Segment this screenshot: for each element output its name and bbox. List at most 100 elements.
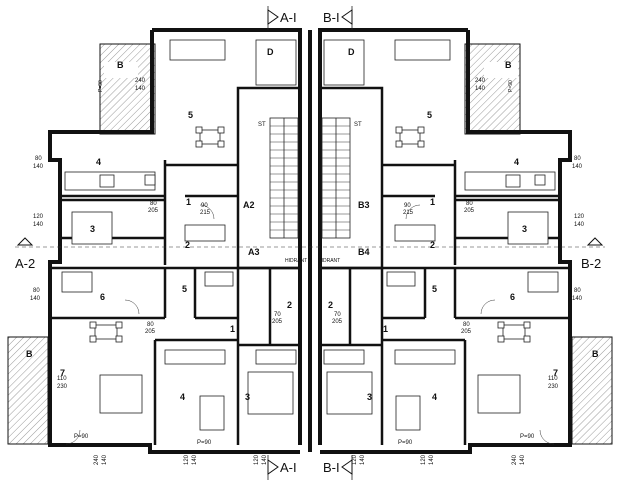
dim-110: 110 xyxy=(57,376,67,382)
dim-p90: P=90 xyxy=(197,440,212,446)
dim-140: 140 xyxy=(475,86,486,92)
door-arc xyxy=(405,204,421,220)
section-arrow-b2 xyxy=(586,237,604,246)
dining-table-6-right xyxy=(502,324,526,340)
section-label-b1-top: B-I xyxy=(323,10,340,25)
lift-right xyxy=(323,39,365,86)
room-label-balcony: B xyxy=(26,349,33,359)
room-label-4: 4 xyxy=(432,392,437,402)
dim-240: 240 xyxy=(94,454,100,465)
room-label-4: 4 xyxy=(514,157,519,167)
hydrant-label-left: HIDRANT xyxy=(285,258,307,264)
dim-205: 205 xyxy=(148,208,159,214)
partitions-lower-right xyxy=(320,268,570,445)
sofa-7-left xyxy=(99,374,143,414)
stair-core-left xyxy=(236,86,302,270)
room-label-1: 1 xyxy=(186,197,191,207)
dim-215: 215 xyxy=(403,210,414,216)
door-arc xyxy=(65,429,81,445)
dim-140: 140 xyxy=(262,454,268,465)
room-label-2: 2 xyxy=(185,240,190,250)
room-label-balcony: B xyxy=(505,60,512,70)
dim-230: 230 xyxy=(57,384,68,390)
room-label-1: 1 xyxy=(430,197,435,207)
room-label-2: 2 xyxy=(328,300,333,310)
wardrobe-4-right xyxy=(394,349,456,365)
balcony-label-bg xyxy=(104,62,138,78)
dim-140: 140 xyxy=(33,222,44,228)
dim-p90: P=90 xyxy=(398,440,413,446)
dim-120: 120 xyxy=(421,454,427,465)
dim-140: 140 xyxy=(135,86,146,92)
section-label-b1-bottom: B-I xyxy=(323,460,340,475)
section-arrow-a1-bottom xyxy=(267,459,279,475)
dim-80: 80 xyxy=(466,201,473,207)
dim-240: 240 xyxy=(512,454,518,465)
outer-wall-right xyxy=(318,28,572,454)
sofa-top-right xyxy=(394,39,451,61)
dim-140: 140 xyxy=(572,296,583,302)
dim-140: 140 xyxy=(574,222,585,228)
room-label-4: 4 xyxy=(96,157,101,167)
dim-p90: P=90 xyxy=(520,434,535,440)
balcony-bottom-right xyxy=(571,336,613,445)
dim-80: 80 xyxy=(35,156,42,162)
balcony-label-bg xyxy=(484,62,518,78)
dim-205: 205 xyxy=(145,329,156,335)
dim-120: 120 xyxy=(574,214,585,220)
dim-205: 205 xyxy=(464,208,475,214)
dim-p90: P=90 xyxy=(74,434,89,440)
room-label-3: 3 xyxy=(367,392,372,402)
dim-140: 140 xyxy=(192,454,198,465)
section-label-a1-bottom: A-I xyxy=(280,460,297,475)
section-arrow-a2 xyxy=(16,237,34,246)
bed-right-3 xyxy=(507,211,549,245)
room-label-3: 3 xyxy=(90,224,95,234)
door-arc xyxy=(124,299,140,315)
dim-140: 140 xyxy=(30,296,41,302)
dim-70: 70 xyxy=(334,312,341,318)
room-label-lift: D xyxy=(348,47,355,57)
bathtub-top-right xyxy=(394,224,436,242)
kitchen-counter-6-right xyxy=(527,271,559,293)
dim-140: 140 xyxy=(33,164,44,170)
room-label-balcony: B xyxy=(592,349,599,359)
dim-120: 120 xyxy=(33,214,44,220)
mark-a2: A2 xyxy=(243,200,255,210)
room-label-1: 1 xyxy=(383,324,388,334)
lift-left xyxy=(255,39,297,86)
room-label-balcony: B xyxy=(117,60,124,70)
room-label-3: 3 xyxy=(522,224,527,234)
dim-140: 140 xyxy=(520,454,526,465)
room-label-5: 5 xyxy=(182,284,187,294)
dim-215: 215 xyxy=(200,210,211,216)
bed-3-left xyxy=(247,371,294,415)
dim-80: 80 xyxy=(463,322,470,328)
dim-70: 70 xyxy=(274,312,281,318)
section-arrow-b1-bottom xyxy=(341,459,353,475)
mark-a3: A3 xyxy=(248,247,260,257)
sofa-7-right xyxy=(477,374,521,414)
section-label-a1-top: A-I xyxy=(280,10,297,25)
hydrant-label-right: HIDRANT xyxy=(318,258,340,264)
bathtub-lower-right xyxy=(386,271,416,287)
dim-80: 80 xyxy=(33,288,40,294)
section-arrow-a1-top xyxy=(267,9,279,25)
dim-140: 140 xyxy=(360,454,366,465)
dining-table-top-right xyxy=(399,129,421,145)
room-label-4: 4 xyxy=(180,392,185,402)
dim-205: 205 xyxy=(461,329,472,335)
balcony-top-right xyxy=(464,43,521,135)
room-label-5: 5 xyxy=(188,110,193,120)
dim-80: 80 xyxy=(574,288,581,294)
dining-table-6-left xyxy=(94,324,118,340)
bathtub-lower-left xyxy=(204,271,234,287)
dim-120: 120 xyxy=(184,454,190,465)
bed-4-right xyxy=(395,395,421,431)
room-label-lift: D xyxy=(267,47,274,57)
bathtub-top-left xyxy=(184,224,226,242)
room-label-5: 5 xyxy=(427,110,432,120)
room-label-5: 5 xyxy=(432,284,437,294)
